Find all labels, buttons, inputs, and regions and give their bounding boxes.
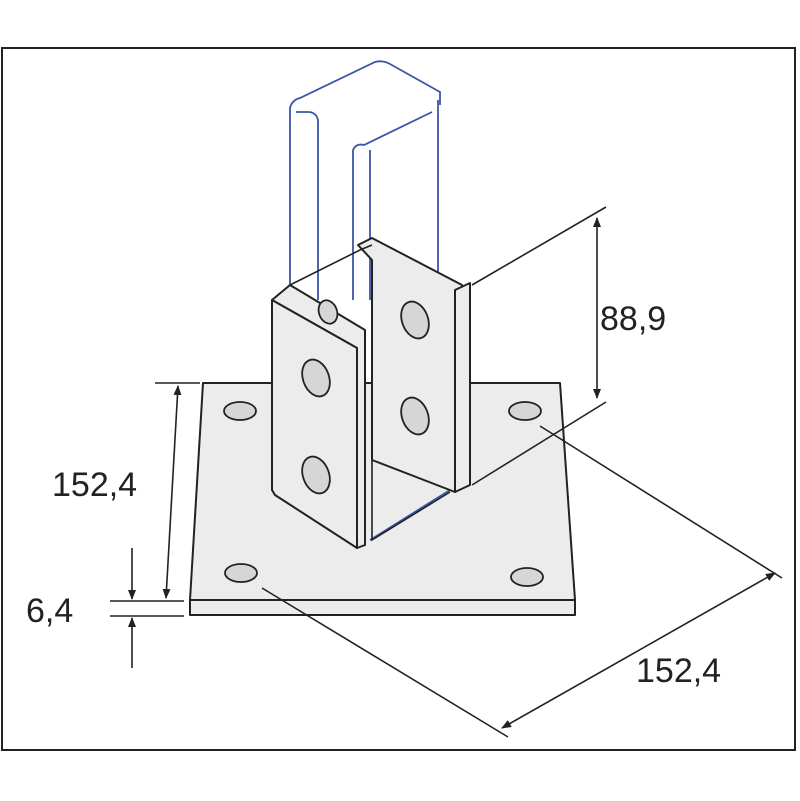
- dimension-plate-width: 152,4: [261, 425, 783, 738]
- plate-hole: [223, 401, 257, 421]
- plate-hole: [510, 567, 544, 587]
- dimension-label: 88,9: [600, 300, 666, 338]
- dimension-flange-height: 88,9: [471, 206, 666, 486]
- dimension-plate-depth: 152,4: [52, 382, 200, 599]
- plate-hole: [224, 563, 258, 583]
- dimension-plate-thickness: 6,4: [26, 548, 184, 668]
- plate-hole: [508, 401, 542, 421]
- dimension-label: 152,4: [636, 652, 721, 690]
- dimension-label: 152,4: [52, 466, 137, 504]
- dimension-label: 6,4: [26, 592, 73, 630]
- bracket: [271, 237, 471, 549]
